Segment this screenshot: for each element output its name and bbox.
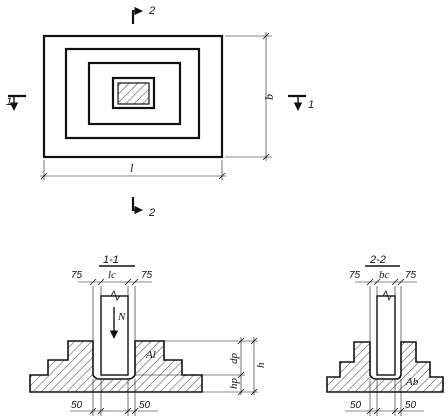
plan-view: 2 2 1 1 l b (6, 5, 314, 219)
footing-step-2 (87, 61, 182, 126)
dim-bottom-left-2: 50 (350, 400, 362, 411)
section-1-1: 1-1 75 lc 75 N Al (29, 254, 267, 416)
section-2-title: 2-2 (369, 254, 386, 266)
dim-right-2: 75 (405, 270, 417, 281)
section-2-label-bottom: 2 (148, 207, 155, 219)
footing-outline (42, 34, 224, 159)
section-2-label-top: 2 (148, 5, 155, 17)
dim-length-label: l (130, 161, 134, 175)
dim-right-1: 75 (141, 270, 153, 281)
dim-bottom-left-1: 50 (71, 400, 83, 411)
dim-left-2: 75 (349, 270, 361, 281)
dim-left-1: 75 (71, 270, 83, 281)
area-label-2: Ab (405, 376, 419, 388)
column-2 (376, 295, 396, 376)
area-label-1: Al (145, 349, 156, 361)
dim-column-1: lc (108, 269, 116, 281)
dim-depth-label: dp (228, 353, 240, 365)
section-1-label-right: 1 (308, 99, 314, 111)
section-1-title: 1-1 (103, 254, 119, 266)
column-section (117, 82, 150, 105)
dim-column-2: bc (379, 269, 390, 281)
dim-base-label: hp (228, 378, 240, 390)
dim-bottom-right-1: 50 (139, 400, 151, 411)
section-2-2: 2-2 75 bc 75 Ab 50 50 (326, 254, 444, 416)
dim-width-label: b (262, 94, 276, 100)
footing-step-1 (64, 47, 201, 140)
socket-outline (111, 76, 156, 110)
load-label: N (117, 311, 126, 323)
section-1-label-left: 1 (6, 96, 12, 108)
dim-height-label: h (255, 362, 267, 368)
dim-bottom-right-2: 50 (405, 400, 417, 411)
